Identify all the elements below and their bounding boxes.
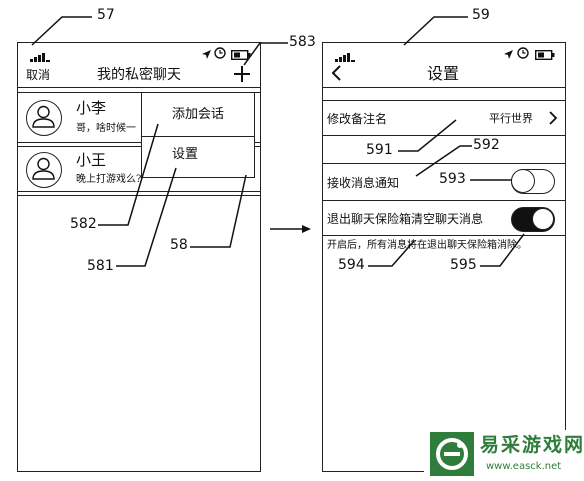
chevron-left-icon[interactable] — [330, 64, 342, 86]
ref-592: 592 — [473, 137, 500, 153]
clock-icon — [214, 44, 226, 63]
row-divider-3 — [323, 235, 565, 236]
row-divider-2a — [18, 191, 260, 192]
list-item[interactable]: 小王 晚上打游戏么? — [18, 147, 260, 195]
notify-toggle[interactable] — [511, 169, 555, 194]
arrow-icon — [270, 225, 311, 233]
location-icon — [503, 45, 513, 64]
row-divider-2b — [18, 195, 260, 196]
signal-icon — [335, 47, 355, 66]
safebox-label: 退出聊天保险箱清空聊天消息 — [327, 212, 484, 226]
toggle-knob — [532, 208, 554, 230]
notify-label: 接收消息通知 — [327, 176, 400, 190]
row-divider-1b — [323, 163, 565, 164]
left-phone-screen: 取消 我的私密聊天 小李 哥，啥时候一 小王 晚上打游戏么? 添加会话 设置 — [17, 42, 261, 472]
remark-value: 平行世界 — [489, 112, 533, 125]
ref-583: 583 — [289, 34, 316, 50]
ref-594: 594 — [338, 257, 365, 273]
ref-58: 58 — [170, 237, 188, 253]
ref-591: 591 — [366, 142, 393, 158]
clock-icon — [517, 44, 529, 63]
cancel-button[interactable]: 取消 — [26, 68, 51, 82]
settings-row-notify: 接收消息通知 — [323, 164, 565, 198]
header-divider-bottom — [18, 92, 260, 93]
ref-581: 581 — [87, 258, 114, 274]
remark-label: 修改备注名 — [327, 112, 388, 126]
menu-item-add-chat[interactable]: 添加会话 — [172, 107, 225, 122]
chat-preview: 哥，啥时候一 — [76, 123, 136, 134]
right-phone-screen: 设置 修改备注名 平行世界 接收消息通知 退出聊天保险箱清空聊天消息 开启后，所… — [322, 42, 566, 472]
avatar — [26, 152, 62, 188]
menu-item-settings[interactable]: 设置 — [172, 147, 199, 162]
ref-582: 582 — [70, 216, 97, 232]
settings-row-safebox: 退出聊天保险箱清空聊天消息 — [323, 201, 565, 235]
signal-icon — [30, 47, 50, 66]
ref-59: 59 — [472, 7, 490, 23]
page-title: 设置 — [427, 64, 460, 83]
chat-name: 小王 — [76, 151, 107, 169]
row-divider-1a — [18, 142, 260, 143]
chevron-right-icon — [548, 110, 558, 130]
row-divider-1a — [323, 135, 565, 136]
watermark: 易采游戏网 www.easck.net — [424, 430, 584, 481]
ref-595: 595 — [450, 257, 477, 273]
popup-divider — [142, 136, 254, 137]
battery-icon — [534, 45, 555, 64]
toggle-knob — [511, 169, 535, 193]
row-divider-2 — [323, 200, 565, 201]
chat-preview: 晚上打游戏么? — [76, 174, 142, 185]
header-divider-top — [18, 87, 260, 88]
header-divider-top — [323, 87, 565, 88]
list-item[interactable]: 小李 哥，啥时候一 — [18, 93, 260, 143]
safebox-toggle[interactable] — [511, 207, 555, 232]
settings-row-remark[interactable]: 修改备注名 平行世界 — [323, 101, 565, 133]
ref-57: 57 — [97, 7, 115, 23]
location-icon — [201, 45, 211, 64]
page-title: 我的私密聊天 — [97, 67, 181, 83]
chat-name: 小李 — [76, 99, 107, 117]
ref-593: 593 — [439, 171, 466, 187]
popup-menu: 添加会话 设置 — [141, 92, 255, 178]
plus-icon[interactable] — [233, 65, 251, 87]
watermark-logo-icon — [430, 432, 474, 476]
safebox-note: 开启后，所有消息将在退出聊天保险箱消除。 — [327, 240, 527, 251]
watermark-url: www.easck.net — [486, 461, 562, 472]
watermark-cn: 易采游戏网 — [480, 434, 584, 456]
row-divider-1b — [18, 146, 260, 147]
avatar — [26, 100, 62, 136]
battery-icon — [230, 45, 251, 64]
header-divider-bottom — [323, 100, 565, 101]
